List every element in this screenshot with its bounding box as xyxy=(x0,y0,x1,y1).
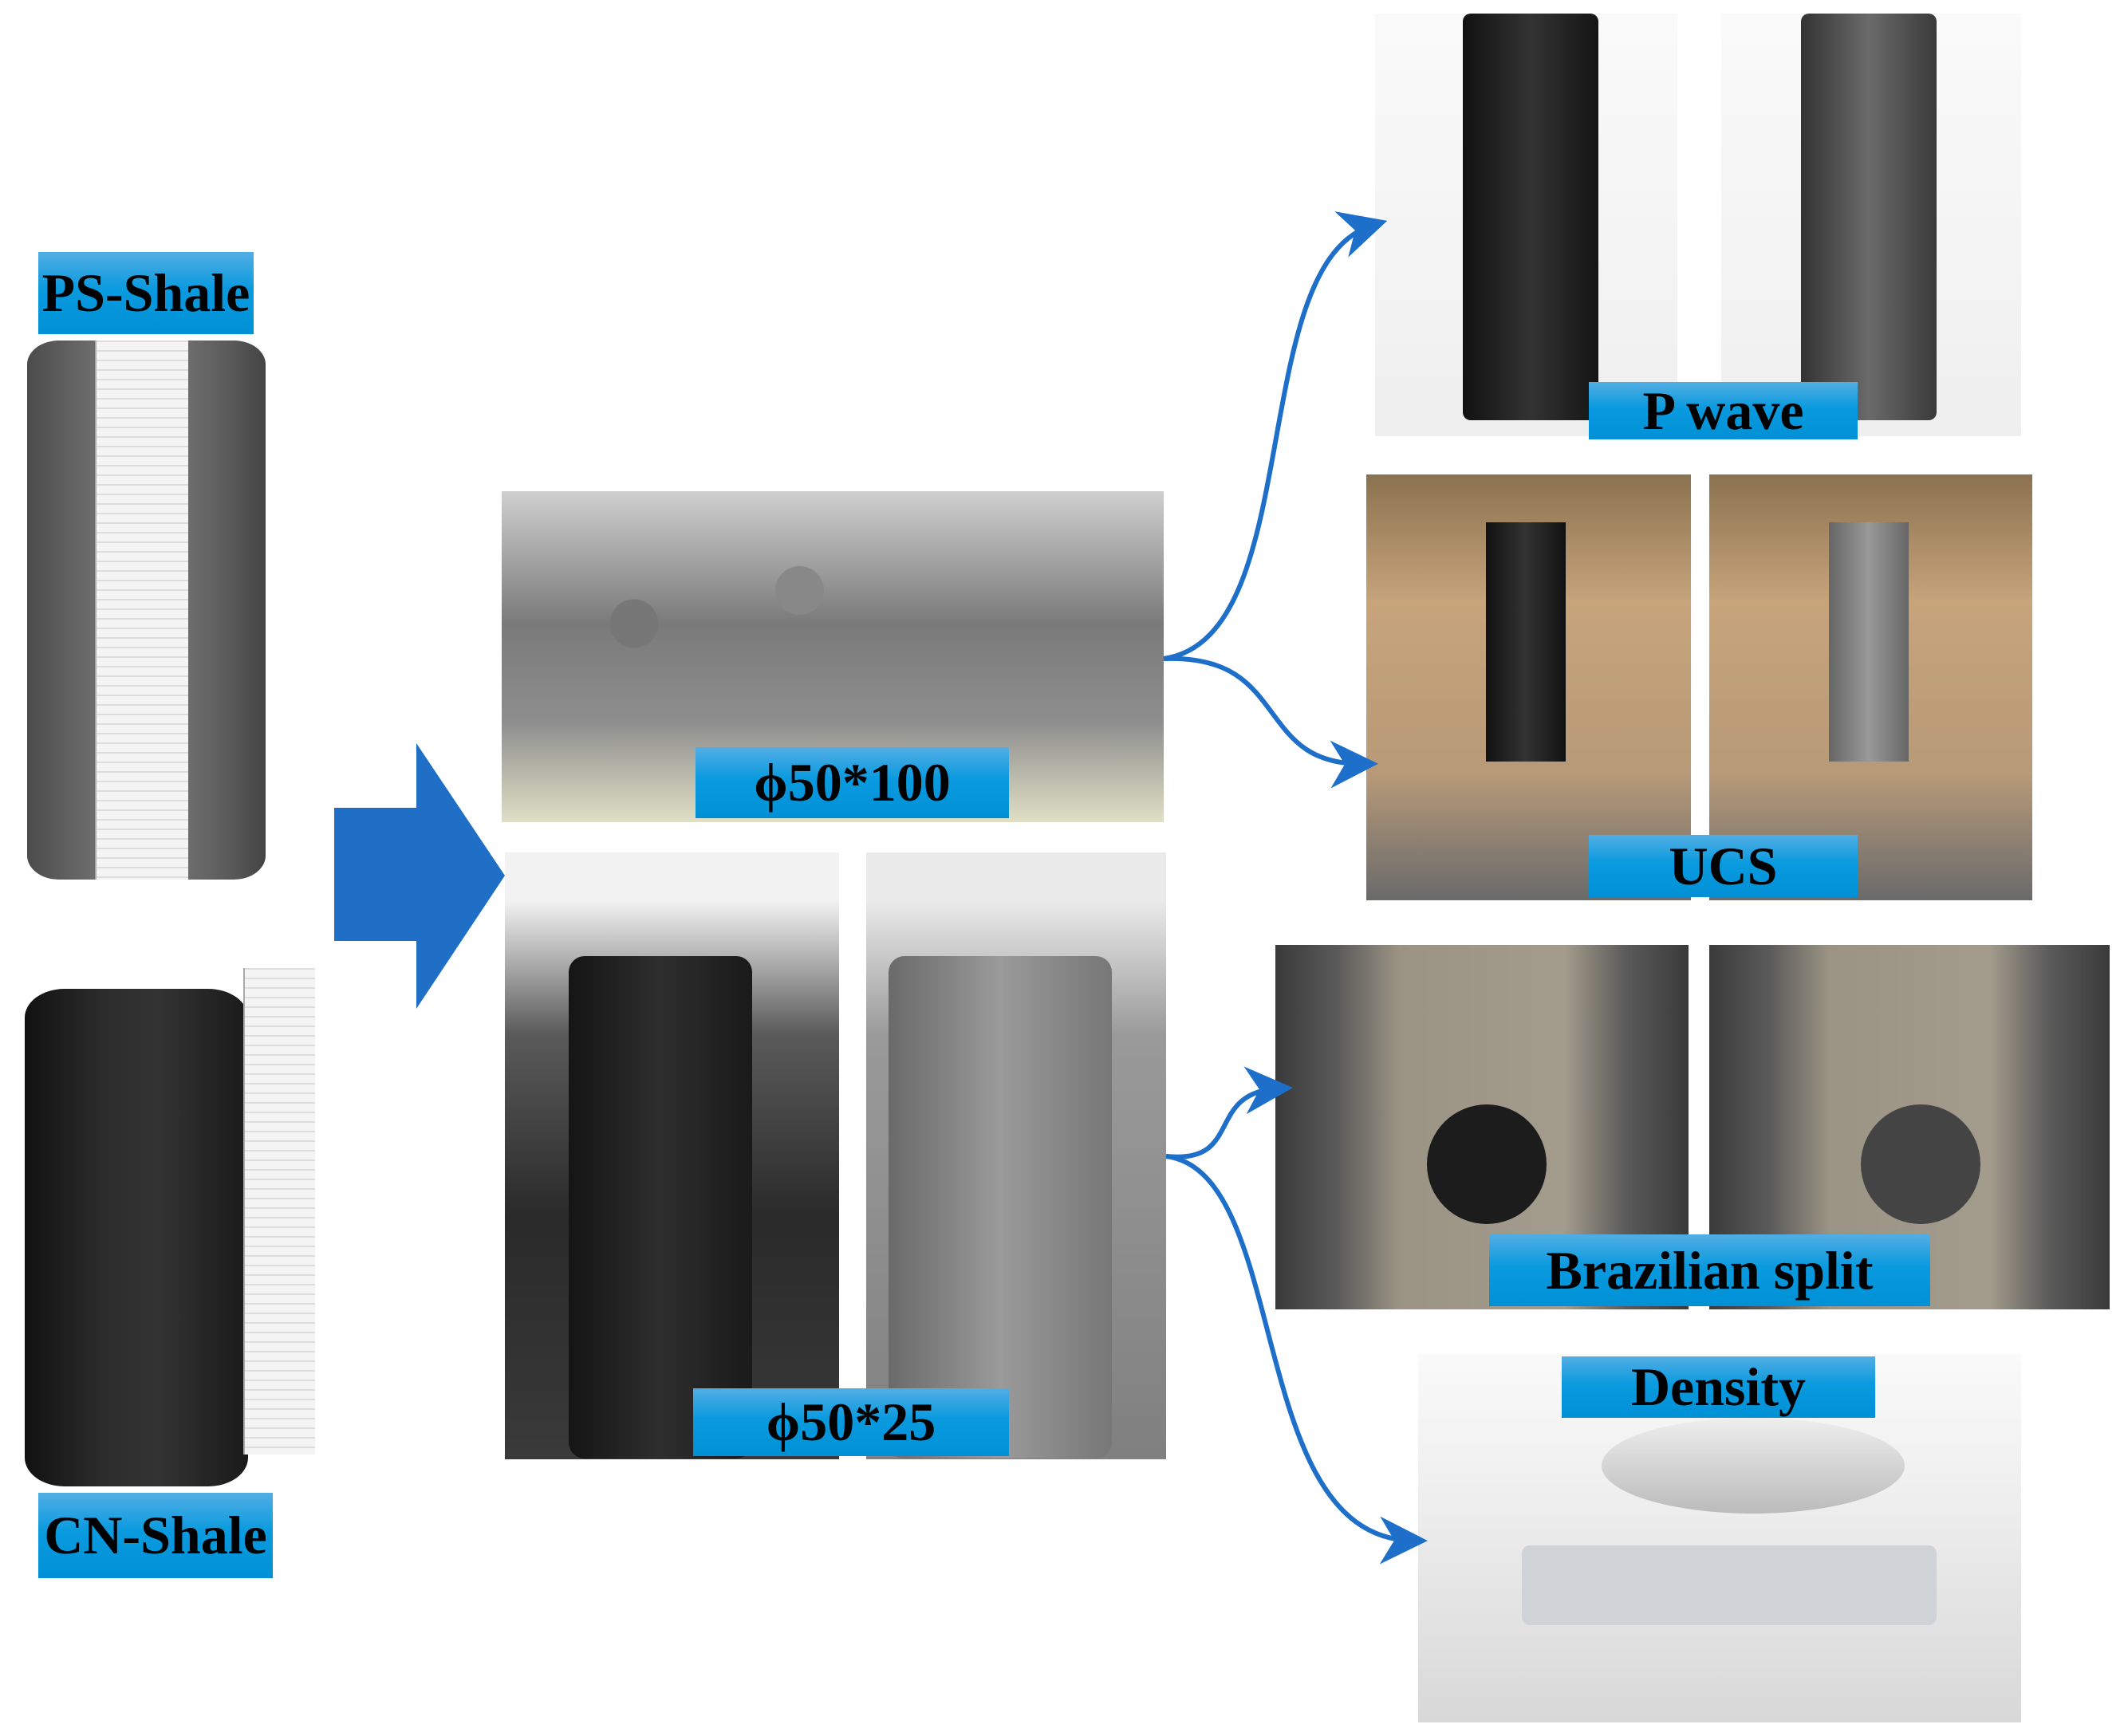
ruler xyxy=(243,968,315,1455)
ps-shale-label: PS-Shale xyxy=(38,252,254,334)
density-label: Density xyxy=(1562,1356,1875,1418)
brazilian-split-label: Brazilian split xyxy=(1489,1234,1930,1306)
ucs-test-photo-1 xyxy=(1366,474,1691,900)
short-sample-label: ϕ50*25 xyxy=(693,1388,1009,1456)
short-samples-cn-photo xyxy=(505,852,839,1459)
short-samples-ps-photo xyxy=(866,852,1166,1459)
long-sample-label: ϕ50*100 xyxy=(696,747,1009,818)
arrow-to-ucs xyxy=(1163,655,1378,789)
p-wave-test-photo-2 xyxy=(1721,14,2021,436)
ucs-test-photo-2 xyxy=(1709,474,2032,900)
ruler xyxy=(95,341,188,880)
arrow-to-brazilian xyxy=(1165,1066,1293,1159)
ps-shale-core-photo xyxy=(27,341,266,880)
p-wave-test-photo-1 xyxy=(1375,14,1677,436)
ucs-label: UCS xyxy=(1589,835,1858,897)
process-arrow-icon xyxy=(334,743,505,1009)
cn-shale-core-photo xyxy=(25,989,248,1486)
cn-shale-label: CN-Shale xyxy=(38,1493,273,1578)
arrow-to-p-wave xyxy=(1163,211,1388,661)
p-wave-label: P wave xyxy=(1589,380,1858,441)
